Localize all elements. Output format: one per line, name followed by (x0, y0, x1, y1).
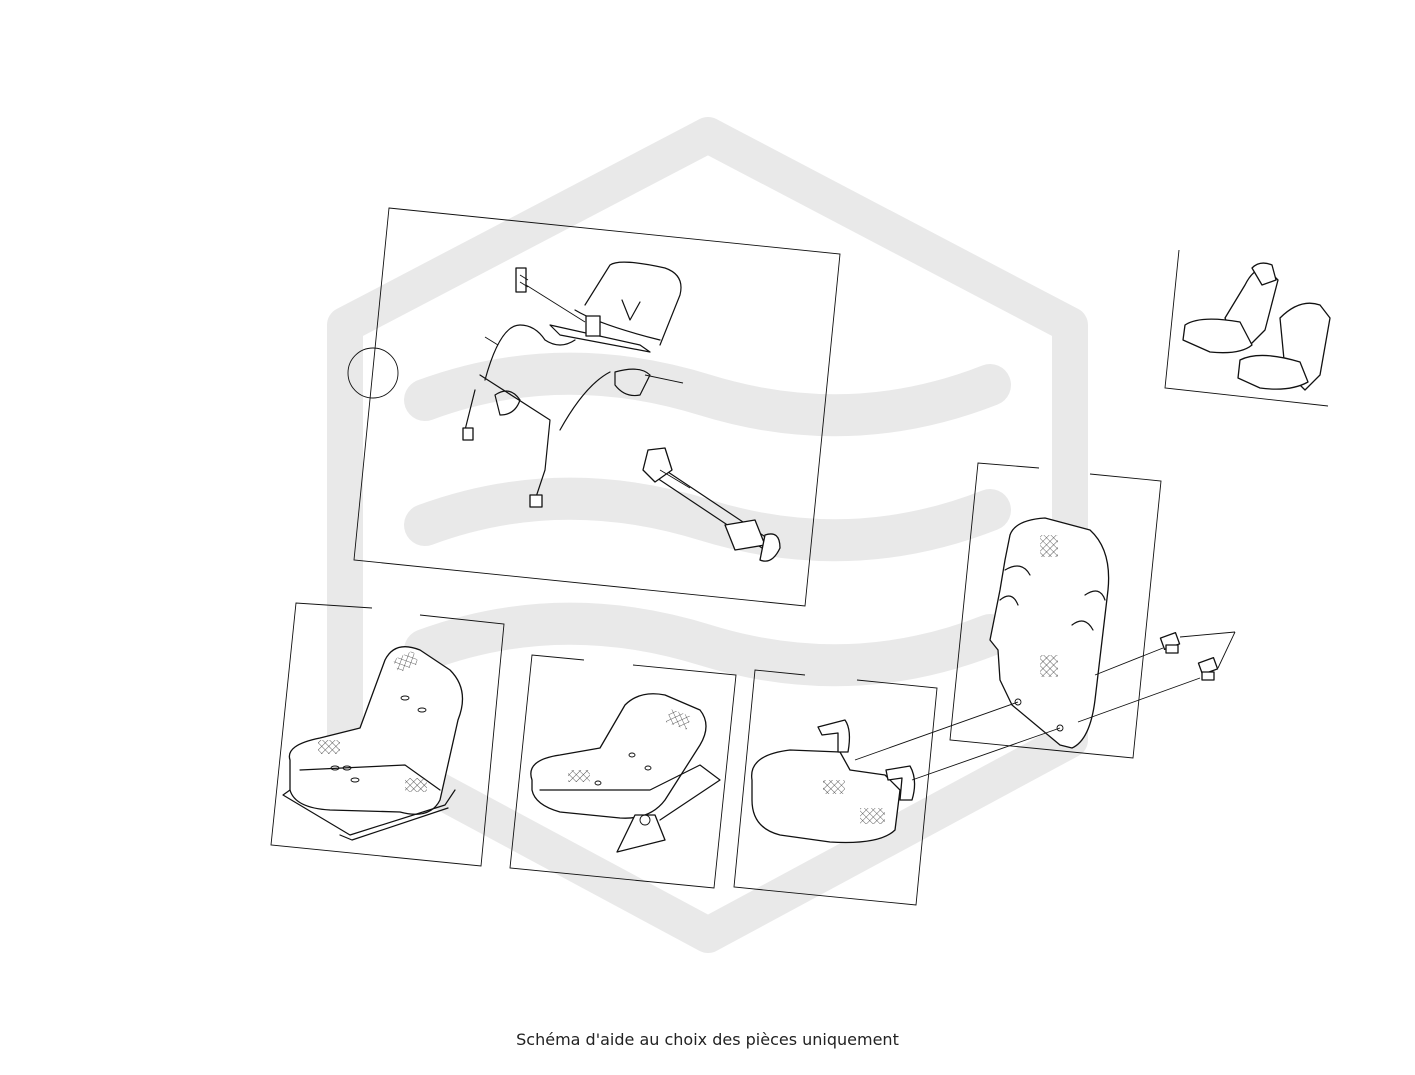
diagram-caption: Schéma d'aide au choix des pièces unique… (516, 1030, 899, 1049)
seat-shell-slide-panel[interactable] (509, 654, 737, 889)
frame-slide-panel[interactable] (353, 207, 841, 607)
seat-cushion-panel[interactable] (733, 669, 938, 906)
reference-circle-icon[interactable] (347, 347, 399, 399)
brand-logo-watermark (327, 117, 1088, 953)
complete-seats-panel[interactable] (1164, 249, 1331, 407)
seat-shell-frame-panel[interactable] (270, 602, 505, 867)
backrest-panel[interactable] (854, 462, 1236, 781)
adjust-knob-icon (1159, 631, 1236, 681)
